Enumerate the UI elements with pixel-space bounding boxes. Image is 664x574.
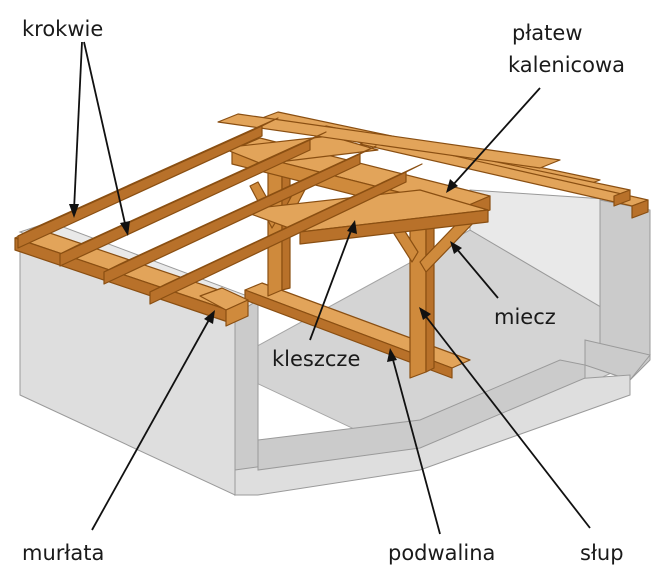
sill-beam-side	[244, 289, 453, 379]
arrow-krokwie-2	[120, 221, 130, 236]
rafter-right-3-end	[631, 199, 649, 219]
timber-frame	[14, 111, 649, 379]
leader-krokwie-1	[73, 41, 83, 211]
label-slup: słup	[580, 541, 624, 565]
leader-kleszcze	[309, 227, 353, 341]
leader-slup	[423, 313, 591, 529]
collar-tie-front-side	[299, 209, 489, 245]
front-wall-lip	[257, 359, 586, 471]
label-kleszcze: kleszcze	[272, 347, 360, 371]
leader-krokwie-2	[83, 41, 127, 229]
arrow-kleszcze	[347, 220, 357, 234]
leader-lines	[69, 41, 591, 535]
leader-podwalina	[391, 355, 441, 535]
arrow-krokwie-1	[69, 204, 79, 218]
label-platew-line1: płatew	[512, 21, 583, 45]
left-wall-inner	[234, 299, 259, 497]
rafter-left-1-side	[17, 125, 263, 249]
label-krokwie: krokwie	[22, 17, 103, 41]
arrow-platew	[446, 179, 458, 193]
rafter-left-4-side	[149, 171, 407, 305]
rafter-left-2-side	[59, 139, 311, 267]
label-murlata: murłata	[22, 541, 104, 565]
arrow-murlata	[204, 310, 215, 324]
rafter-right-2-end	[613, 189, 631, 207]
text-labels: krokwie płatew kalenicowa miecz kleszcze…	[22, 17, 625, 565]
rear-top-beam	[217, 113, 561, 169]
label-miecz: miecz	[494, 305, 556, 329]
leader-platew	[451, 87, 541, 187]
rafter-left-3-side	[103, 153, 361, 285]
arrow-miecz	[450, 241, 462, 254]
arrow-slup	[419, 307, 431, 320]
leader-miecz	[455, 247, 499, 299]
wall-plate-front-end	[225, 299, 249, 327]
arrow-podwalina	[387, 348, 397, 362]
leader-murlata	[91, 317, 211, 531]
label-podwalina: podwalina	[388, 541, 495, 565]
label-platew-line2: kalenicowa	[508, 53, 625, 77]
